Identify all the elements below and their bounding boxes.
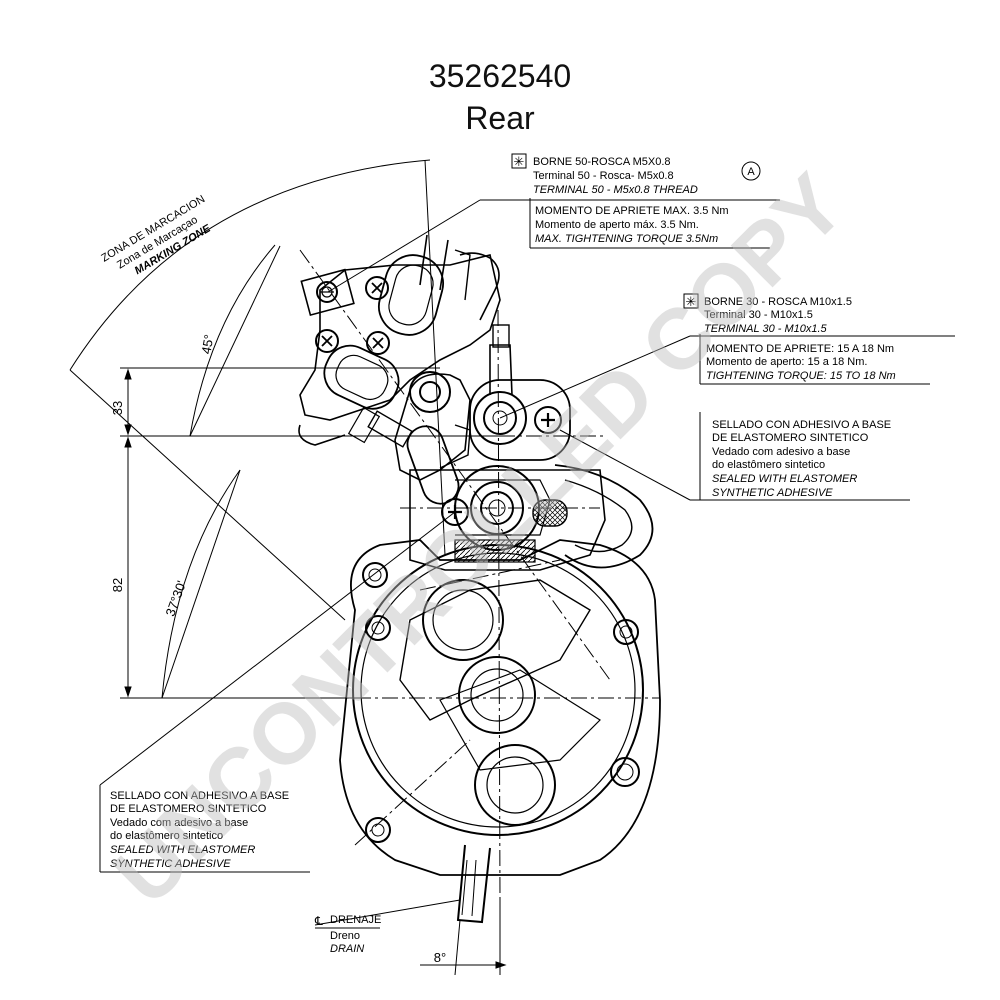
solenoid — [347, 324, 654, 571]
relay-unit — [298, 234, 501, 446]
svg-text:SEALED WITH ELASTOMER: SEALED WITH ELASTOMER — [110, 844, 255, 856]
svg-text:SYNTHETIC ADHESIVE: SYNTHETIC ADHESIVE — [110, 858, 231, 870]
svg-text:do elastômero sintetico: do elastômero sintetico — [110, 830, 223, 842]
terminal-50-block — [300, 268, 355, 317]
drain-note: ℄ DRENAJE Dreno DRAIN — [314, 914, 381, 955]
phillips-screw-lower — [441, 498, 469, 526]
sealed-note-right: SELLADO CON ADHESIVO A BASE DE ELASTOMER… — [712, 419, 891, 499]
revision-mark: A — [747, 166, 755, 178]
svg-text:Vedado com adesivo a base: Vedado com adesivo a base — [110, 817, 248, 829]
terminal-30-es: BORNE 30 - ROSCA M10x1.5 — [704, 296, 852, 308]
cable-loop — [554, 464, 654, 569]
terminal-50-en: TERMINAL 50 - M5x0.8 THREAD — [533, 184, 698, 196]
dim-37deg: 37°30' — [162, 579, 189, 619]
dim-8deg: 8° — [434, 950, 446, 965]
terminal-30-torque-es: MOMENTO DE APRIETE: 15 A 18 Nm — [706, 343, 894, 355]
marking-zone-label: ZONA DE MARCACION Zona de Marcaçao MARKI… — [99, 193, 213, 277]
terminal-50-note: ✳ BORNE 50-ROSCA M5X0.8 Terminal 50 - Ro… — [511, 153, 761, 245]
dim-82: 82 — [110, 578, 125, 592]
svg-text:do elastômero sintetico: do elastômero sintetico — [712, 459, 825, 471]
leader-lines — [99, 198, 955, 926]
screw-top — [365, 276, 389, 300]
bolt-hole-tl — [362, 562, 388, 588]
terminal-50-torque-es: MOMENTO DE APRIETE MAX. 3.5 Nm — [535, 205, 729, 217]
bolt-hole-l — [365, 615, 391, 641]
terminal-30-torque-en: TIGHTENING TORQUE: 15 TO 18 Nm — [706, 370, 896, 382]
dim-45deg: 45° — [198, 333, 216, 355]
drain-es: DRENAJE — [330, 914, 381, 926]
svg-text:DE ELASTOMERO SINTETICO: DE ELASTOMERO SINTETICO — [110, 803, 267, 815]
asterisk-icon: ✳ — [514, 155, 525, 170]
dim-33: 33 — [110, 401, 125, 415]
svg-text:SELLADO CON ADHESIVO A BASE: SELLADO CON ADHESIVO A BASE — [712, 419, 891, 431]
starter-motor-rear-view — [339, 539, 661, 924]
bolt-hole-r — [613, 619, 639, 645]
screw-left — [315, 329, 339, 353]
connector-left — [406, 425, 460, 505]
drain-tube — [456, 844, 491, 924]
terminal-30-note: ✳ BORNE 30 - ROSCA M10x1.5 Terminal 30 -… — [683, 293, 896, 382]
asterisk-box-icon — [511, 153, 527, 169]
terminal-50-es: BORNE 50-ROSCA M5X0.8 — [533, 156, 671, 168]
asterisk-icon: ✳ — [686, 295, 697, 310]
sealed-note-left: SELLADO CON ADHESIVO A BASE DE ELASTOMER… — [110, 790, 289, 870]
terminal-50-torque-en: MAX. TIGHTENING TORQUE 3.5Nm — [535, 233, 718, 245]
terminal-30-pt: Terminal 30 - M10x1.5 — [704, 309, 813, 321]
revision-circle-icon — [741, 161, 761, 181]
svg-text:SELLADO CON ADHESIVO A BASE: SELLADO CON ADHESIVO A BASE — [110, 790, 289, 802]
phillips-screw-right — [534, 406, 562, 434]
asterisk-box-icon — [683, 293, 699, 309]
upper-boss — [422, 579, 504, 661]
dimension-lines — [69, 159, 507, 976]
center-boss — [458, 656, 536, 734]
svg-text:DE ELASTOMERO SINTETICO: DE ELASTOMERO SINTETICO — [712, 432, 869, 444]
centerlines — [299, 249, 660, 901]
terminal-30-torque-pt: Momento de aperto: 15 a 18 Nm. — [706, 356, 867, 368]
watermark-text: UNCONTROLLED COPY — [96, 156, 863, 923]
part-number-title: 35262540 — [428, 58, 572, 94]
view-title: Rear — [465, 100, 535, 136]
svg-text:SYNTHETIC ADHESIVE: SYNTHETIC ADHESIVE — [712, 487, 833, 499]
centerline-symbol-icon: ℄ — [314, 914, 323, 928]
terminal-50-pt: Terminal 50 - Rosca- M5x0.8 — [533, 170, 674, 182]
lower-boss — [474, 744, 556, 826]
terminal-30-en: TERMINAL 30 - M10x1.5 — [704, 323, 828, 335]
svg-text:Vedado com adesivo a base: Vedado com adesivo a base — [712, 446, 850, 458]
bolt-hole-bl — [365, 817, 391, 843]
bolt-hole-br — [610, 757, 640, 787]
crosshatch-plug — [532, 499, 568, 527]
terminal-50-torque-pt: Momento de aperto máx. 3.5 Nm. — [535, 219, 699, 231]
terminal-50-stud — [316, 281, 338, 303]
drain-pt: Dreno — [330, 930, 360, 942]
drain-en: DRAIN — [330, 943, 364, 955]
terminal-30-stud — [473, 391, 527, 445]
svg-text:SEALED WITH ELASTOMER: SEALED WITH ELASTOMER — [712, 473, 857, 485]
